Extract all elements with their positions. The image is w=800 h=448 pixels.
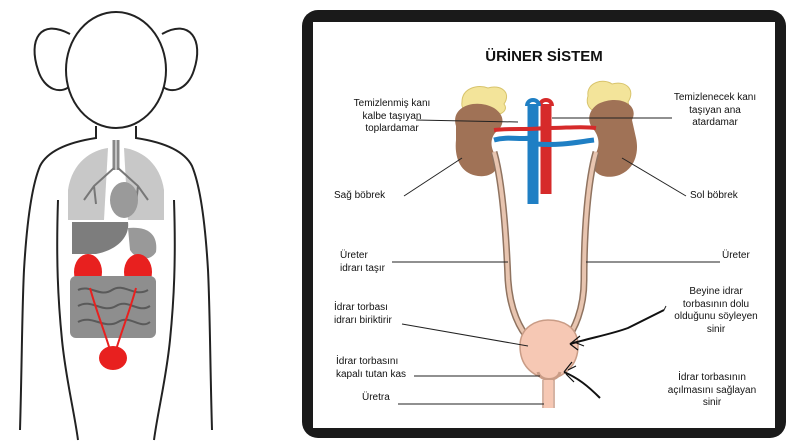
left-renal-vein (535, 137, 595, 147)
label-brain-nerve: Beyine idrar torbasının dolu olduğunu sö… (674, 286, 758, 335)
heart (110, 182, 138, 218)
label-urethra: Üretra (362, 392, 390, 403)
stomach (128, 227, 157, 259)
body-outline (19, 126, 213, 441)
left-lung (68, 148, 108, 220)
label-clean-vein: Temizlenmiş kanı kalbe taşıyan toplardam… (353, 98, 431, 134)
leader-brain-nerve (663, 305, 667, 311)
left-kidney (589, 99, 638, 177)
leader-bladder (401, 323, 529, 347)
trachea (112, 140, 120, 170)
head (65, 11, 167, 129)
label-dirty-artery: Temizlenecek kanı taşıyan ana atardamar (673, 92, 757, 128)
left-ureter-fill (564, 151, 598, 342)
label-muscle: İdrar torbasını kapalı tutan kas (336, 356, 407, 380)
urethra (542, 380, 555, 408)
label-open-nerve: İdrar torbasının açılmasını sağlayan sin… (667, 372, 757, 408)
right-renal-vein (493, 135, 531, 143)
liver (72, 222, 129, 254)
diagram-title: ÜRİNER SİSTEM (485, 48, 603, 65)
right-ureter-fill (492, 151, 532, 342)
label-ureter-left: Üreter idrarı taşır (340, 250, 386, 274)
left-renal-artery (549, 125, 597, 130)
bronchi (83, 167, 149, 205)
label-right-kidney: Sağ böbrek (334, 190, 386, 201)
vena-cava-top (525, 98, 541, 107)
right-renal-artery (493, 126, 545, 132)
motor-nerve (563, 371, 601, 399)
sensory-nerve-branches (569, 335, 585, 351)
body-bladder (99, 346, 127, 370)
bladder (519, 319, 579, 381)
urethra-fill (544, 380, 553, 408)
sphincter-muscle (536, 371, 562, 381)
label-bladder: İdrar torbası idrarı biriktirir (334, 302, 392, 326)
leader-right-kidney (403, 157, 463, 197)
intestine-coils (77, 286, 151, 326)
label-ureter-right: Üreter (722, 250, 750, 261)
leader-lines (392, 117, 720, 405)
body-ureters (89, 287, 137, 351)
right-pigtail (159, 27, 199, 92)
left-pigtail (33, 27, 73, 92)
leader-clean-vein (415, 119, 519, 123)
label-left-kidney: Sol böbrek (690, 190, 738, 201)
motor-nerve-branches (563, 361, 577, 383)
leader-left-kidney (621, 157, 687, 197)
child-body-illustration (19, 11, 213, 441)
sensory-nerve (569, 309, 665, 345)
